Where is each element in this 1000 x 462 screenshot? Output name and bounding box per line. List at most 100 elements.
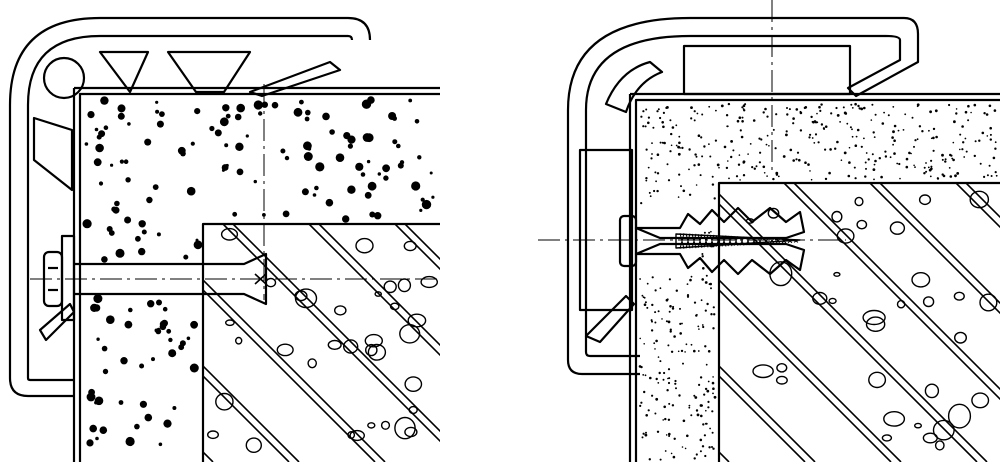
right-insulation-outline	[634, 98, 1000, 462]
left-insulation-granule	[347, 143, 353, 149]
right-insulation-dot	[893, 152, 896, 155]
left-insulation-granule	[392, 139, 398, 145]
right-insulation-dot	[708, 283, 711, 286]
left-insulation-granule	[179, 340, 186, 347]
right-insulation-dot	[723, 145, 727, 149]
right-insulation-dot	[661, 318, 663, 320]
right-insulation-dot	[928, 168, 932, 172]
left-insulation-granule	[138, 220, 146, 228]
right-insulation-dot	[696, 112, 699, 115]
right-insulation-dot	[668, 432, 671, 436]
left-masonry-pebble	[224, 319, 235, 327]
right-insulation-dot	[979, 162, 982, 165]
right-insulation-dot	[988, 164, 991, 167]
right-thread-line	[709, 234, 715, 248]
left-insulation-granule	[139, 363, 145, 369]
right-insulation-dot	[871, 103, 874, 106]
right-masonry-pebble	[947, 403, 972, 429]
left-masonry-pebble	[347, 431, 356, 440]
right-insulation-dot	[786, 107, 788, 109]
right-insulation-dot	[713, 197, 716, 200]
right-masonry-pebble	[953, 291, 965, 301]
right-insulation-dot	[820, 123, 824, 126]
right-insulation-dot	[656, 110, 659, 113]
left-masonry-pebble	[206, 430, 219, 440]
right-insulation-dot	[690, 275, 693, 278]
right-insulation-dot	[655, 397, 659, 401]
right-insulation-dot	[666, 389, 669, 392]
right-insulation-dot	[799, 129, 803, 132]
right-masonry-pebble	[969, 190, 990, 209]
left-insulation-granule	[342, 215, 350, 223]
right-insulation-dot	[679, 307, 681, 310]
left-insulation-granule	[301, 188, 309, 196]
left-insulation-granule	[299, 99, 304, 105]
left-insulation-granule	[304, 116, 310, 122]
left-insulation-granule	[118, 400, 124, 405]
right-insulation-dot	[772, 177, 775, 181]
right-insulation-dot	[829, 148, 832, 151]
left-masonry-pebble	[367, 422, 376, 429]
right-insulation-dot	[670, 132, 673, 136]
right-insulation-dot	[929, 110, 932, 114]
right-insulation-dot	[727, 102, 731, 106]
right-masonry-pebble	[854, 196, 864, 207]
right-insulation-dot	[839, 121, 841, 123]
left-insulation-granule	[236, 168, 244, 176]
right-masonry-pebble	[833, 271, 841, 277]
right-insulation-dot	[695, 409, 699, 412]
right-insulation-dot	[811, 137, 814, 139]
left-insulation-granule	[103, 125, 109, 130]
right-insulation-dot	[795, 158, 798, 161]
right-insulation-dot	[752, 119, 756, 122]
right-insulation-dot	[659, 360, 662, 363]
right-masonry-pebble	[979, 293, 998, 312]
right-top-block	[682, 44, 852, 96]
right-insulation-dot	[927, 166, 930, 169]
right-insulation-dot	[665, 106, 668, 109]
right-insulation-dot	[678, 394, 681, 397]
right-insulation-dot	[644, 301, 647, 304]
right-insulation-dot	[647, 121, 650, 125]
right-insulation-dot	[701, 324, 704, 326]
right-insulation-dot	[949, 175, 953, 178]
right-insulation-dot	[725, 166, 729, 170]
left-insulation-granule	[187, 188, 195, 196]
right-insulation-dot	[744, 103, 747, 106]
right-insulation-dot	[703, 393, 706, 396]
right-insulation-dot	[923, 166, 926, 169]
right-insulation-dot	[645, 431, 647, 434]
right-insulation-dot	[955, 108, 958, 110]
right-insulation-dot	[693, 164, 696, 167]
right-insulation-dot	[705, 363, 708, 366]
right-insulation-dot	[690, 343, 693, 346]
left-insulation-granule	[236, 103, 245, 113]
right-insulation-dot	[675, 124, 678, 127]
right-insulation-dot	[699, 404, 703, 407]
right-insulation-dot	[684, 351, 686, 353]
left-insulation-granule	[232, 211, 238, 217]
left-insulation-granule	[186, 336, 191, 341]
left-insulation-granule	[234, 113, 242, 121]
left-insulation-granule	[135, 235, 141, 242]
right-masonry-band-line	[955, 183, 1000, 229]
right-thread-line	[691, 233, 697, 249]
left-insulation-granule	[193, 240, 203, 250]
right-insulation-dot	[985, 113, 989, 116]
right-insulation-dot	[857, 104, 860, 108]
right-insulation-dot	[699, 438, 703, 442]
right-insulation-dot	[701, 113, 704, 116]
right-insulation-dot	[810, 115, 813, 119]
right-insulation-dot	[803, 106, 807, 110]
right-insulation-dot	[786, 113, 789, 116]
right-insulation-dot	[765, 143, 768, 146]
left-insulation-granule	[253, 179, 257, 184]
left-insulation-granule	[117, 104, 126, 113]
right-insulation-dot	[648, 458, 651, 461]
right-insulation-dot	[713, 313, 716, 316]
right-insulation-dot	[640, 401, 643, 404]
right-insulation-dot	[930, 159, 933, 162]
right-insulation-dot	[705, 274, 708, 277]
right-insulation-dot	[654, 289, 657, 292]
